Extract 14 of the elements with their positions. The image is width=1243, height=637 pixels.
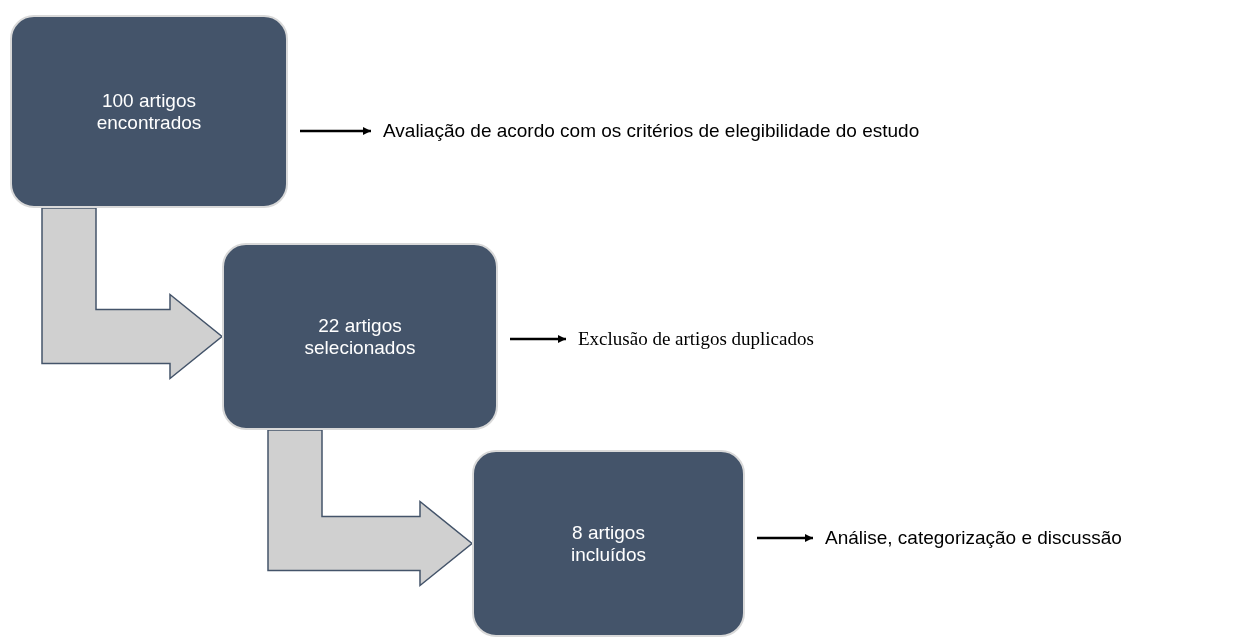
- arrow: [510, 335, 566, 343]
- arrow: [757, 534, 813, 542]
- step-note: Exclusão de artigos duplicados: [578, 328, 814, 350]
- arrow: [300, 127, 371, 135]
- step-note: Análise, categorização e discussão: [825, 527, 1122, 549]
- process-box: [472, 450, 745, 637]
- bent-block-arrow: [267, 429, 474, 588]
- step-note: Avaliação de acordo com os critérios de elegibilidade do estudo: [383, 120, 920, 142]
- box-text: 8 artigos incluídos: [570, 521, 647, 566]
- box-text: 100 artigos encontrados: [95, 89, 203, 134]
- process-box: [222, 243, 498, 430]
- bent-block-arrow: [41, 207, 224, 381]
- box-text: 22 artigos selecionados: [303, 314, 417, 359]
- process-box: [10, 15, 288, 208]
